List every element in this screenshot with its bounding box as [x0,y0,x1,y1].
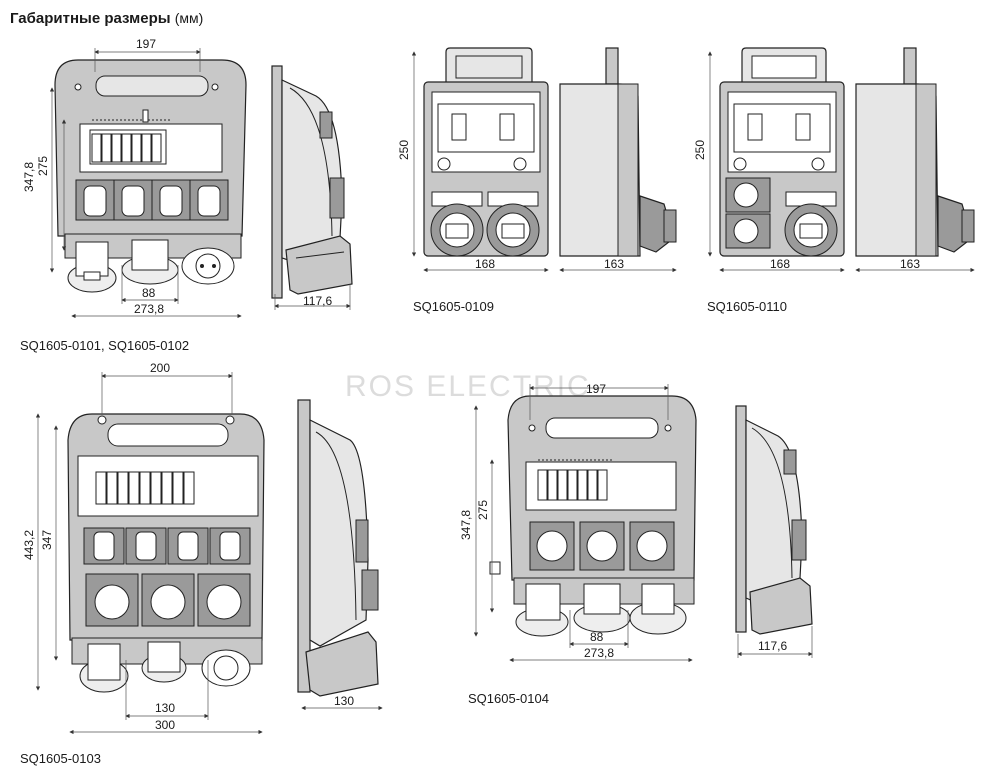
m1-dim-socket-spacing: 88 [142,286,156,300]
m3-caption: SQ1605-0110 [707,299,787,314]
m2-front-view [411,47,549,273]
m4-dim-socket-spacing: 130 [155,701,175,715]
m5-dim-height-outer: 347,8 [459,510,473,540]
m1-dim-height-outer: 347,8 [22,162,36,192]
m1-caption: SQ1605-0101, SQ1605-0102 [20,338,190,353]
m3-socket-right [784,191,838,257]
m3-side-view [855,47,975,273]
m4-dim-top-width: 200 [150,361,170,375]
m3-dim-depth: 163 [900,257,920,271]
m2-dim-height: 250 [397,140,411,160]
m5-dim-width-total: 273,8 [584,646,614,660]
m4-dim-height-outer: 443,2 [22,530,36,560]
m4-dim-width-total: 300 [155,718,175,732]
title-unit: (мм) [174,10,204,26]
m1-dim-depth: 117,6 [303,294,332,308]
m2-caption: SQ1605-0109 [413,299,494,314]
m1-dimension-lines [49,48,242,319]
m5-caption: SQ1605-0104 [468,691,549,706]
m4-front-view [35,372,265,735]
m3-small-sockets [725,177,771,249]
title-text: Габаритные размеры [10,10,171,27]
m2-dim-width: 168 [475,257,495,271]
m3-front-view [707,47,845,273]
m4-caption: SQ1605-0103 [20,751,101,766]
page-title: Габаритные размеры (мм) [10,10,203,27]
m5-dim-socket-spacing: 88 [590,630,604,644]
m1-dim-width-total: 273,8 [134,302,164,316]
m2-side-view [559,47,677,273]
m1-dim-height-inner: 275 [36,156,50,176]
m2-socket-right [486,191,540,257]
m5-dim-depth: 117,6 [758,639,787,653]
m4-dim-depth: 130 [334,694,354,708]
m2-socket-left [430,191,484,257]
m1-side-view [271,65,353,310]
m1-dim-top-width: 197 [136,37,156,51]
m3-dim-height: 250 [693,140,707,160]
m5-front-view [473,384,697,663]
m4-side-view [297,399,383,711]
m5-side-view [735,405,813,658]
m5-dim-height-inner: 275 [476,500,490,520]
m1-front-view [54,59,247,293]
m3-dim-width: 168 [770,257,790,271]
m4-dim-height-inner: 347 [40,530,54,550]
m5-dim-top-width: 197 [586,382,606,396]
m2-dim-depth: 163 [604,257,624,271]
